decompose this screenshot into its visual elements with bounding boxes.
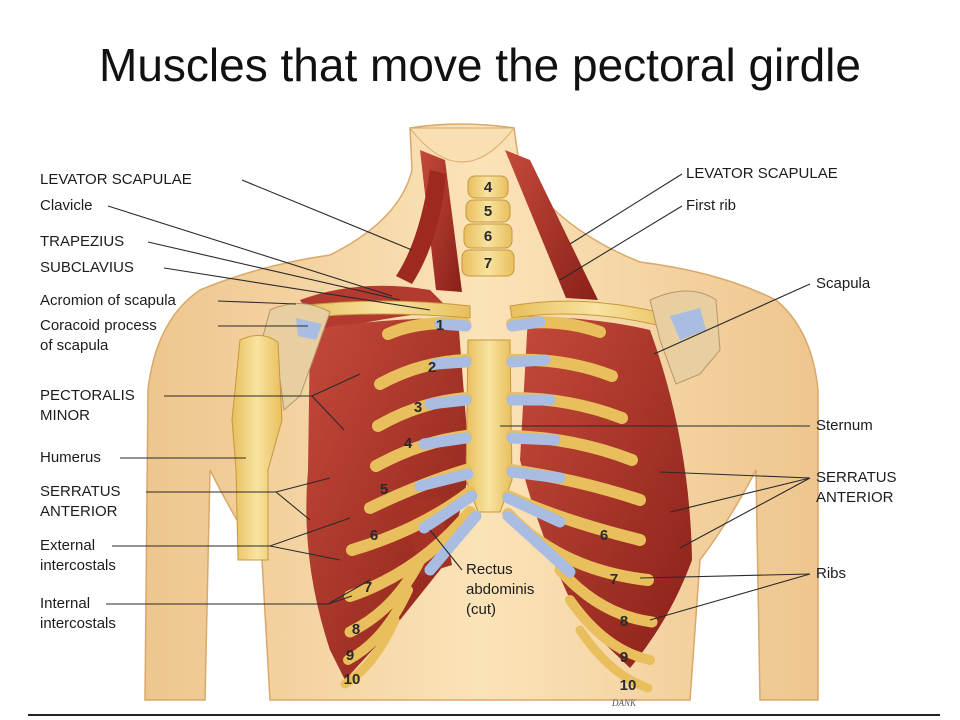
vertebra-number-4: 4 <box>484 179 493 196</box>
bottom-rule <box>28 714 940 716</box>
label-levator-r: LEVATOR SCAPULAE <box>686 165 838 182</box>
leader-serratus-r-3 <box>679 477 811 549</box>
levator-left <box>396 170 446 284</box>
leader-serratus-r <box>659 471 811 479</box>
coracoid-left <box>296 318 322 340</box>
slide-title: Muscles that move the pectoral girdle <box>99 39 861 91</box>
leader-ribs-2 <box>649 573 811 621</box>
rib-number-left-10: 10 <box>344 671 361 688</box>
leader-rectus <box>429 529 463 571</box>
label-humerus: Humerus <box>40 449 101 466</box>
label-ribs: Ribs <box>816 565 846 582</box>
rib-number-left-4: 4 <box>404 435 413 452</box>
leader-first-rib <box>559 205 683 281</box>
leader-ext-ic-2 <box>269 545 341 561</box>
vertebra-number-6: 6 <box>484 228 492 245</box>
rib-number-right-9: 9 <box>620 649 628 666</box>
right-costal-cartilage <box>502 316 576 578</box>
rib-number-left-8: 8 <box>352 621 360 638</box>
rib-number-right-10: 10 <box>620 677 637 694</box>
rib-number-left-1: 1 <box>436 317 444 334</box>
rib-number-left-7: 7 <box>364 579 372 596</box>
leader-serratus-r-2 <box>669 477 811 513</box>
leader-subclavius <box>163 267 431 311</box>
rib-number-right-8: 8 <box>620 613 628 630</box>
leader-trapezius <box>147 241 401 301</box>
chin-shape <box>408 127 516 163</box>
label-first-rib: First rib <box>686 197 736 214</box>
label-trapezius: TRAPEZIUS <box>40 233 124 250</box>
cervical-spine <box>461 175 515 277</box>
rib-number-left-6: 6 <box>370 527 378 544</box>
humerus-left <box>231 335 283 561</box>
leader-clavicle <box>107 205 393 297</box>
leader-serratus-l-2 <box>275 491 311 521</box>
rib-number-left-3: 3 <box>414 399 422 416</box>
leader-scapula <box>653 283 811 355</box>
rib-number-left-2: 2 <box>428 359 436 376</box>
leader-ribs <box>639 573 811 579</box>
leader-acromion <box>217 300 297 305</box>
rib-number-right-7: 7 <box>610 571 618 588</box>
label-sternum: Sternum <box>816 417 873 434</box>
left-costal-cartilage <box>414 318 482 576</box>
label-levator-l: LEVATOR SCAPULAE <box>40 171 192 188</box>
leader-lines <box>106 173 811 621</box>
rib-number-right-6: 6 <box>600 527 608 544</box>
neck-muscle-right <box>505 150 598 300</box>
acromion-right <box>670 308 706 340</box>
leader-levator-r <box>569 173 683 245</box>
rib-number-left-9: 9 <box>346 647 354 664</box>
label-clavicle: Clavicle <box>40 197 93 214</box>
artist-signature: DANK <box>611 698 637 708</box>
leader-levator-l <box>241 179 413 251</box>
label-subclavius: SUBCLAVIUS <box>40 259 134 276</box>
rib-number-left-5: 5 <box>380 481 388 498</box>
label-acromion: Acromion of scapula <box>40 292 177 309</box>
leader-int-ic-2 <box>327 595 353 605</box>
label-scapula: Scapula <box>816 275 871 292</box>
leader-pec-minor-2 <box>311 395 345 431</box>
clavicle-left <box>299 300 471 319</box>
vertebra-number-7: 7 <box>484 255 492 272</box>
vertebra-number-5: 5 <box>484 203 492 220</box>
